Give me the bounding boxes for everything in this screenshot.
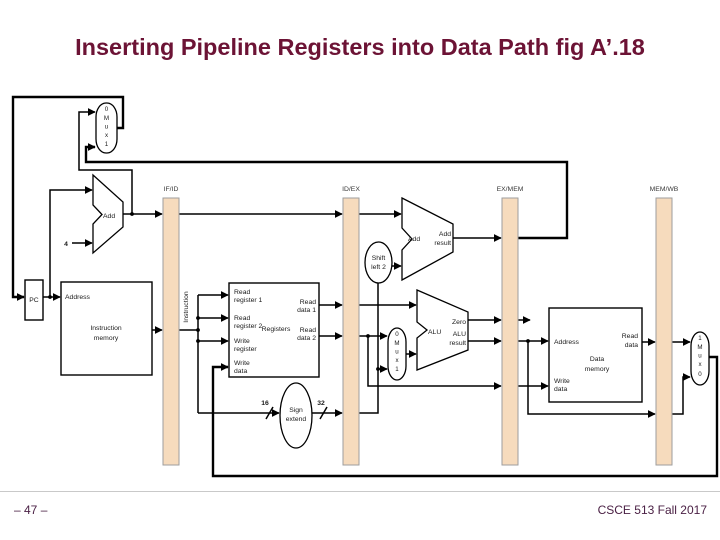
pcsrc-mux-M: M (104, 115, 109, 122)
sign-extend-label-2: extend (286, 416, 307, 423)
writedata-label-2: data (234, 368, 247, 375)
pc-box: PC (24, 279, 44, 321)
alu-result-label-1: ALU (453, 331, 466, 338)
imem-name-1: Instruction (90, 325, 122, 332)
wire-writeback-feedback (211, 355, 719, 478)
pcsrc-mux-x: x (105, 132, 109, 139)
dmem-name-1: Data (590, 356, 605, 363)
data-memory: Address Data memory Write data Read data (548, 307, 643, 403)
pcsrc-mux-0: 0 (105, 106, 109, 113)
wire-pc-to-add (49, 186, 93, 297)
junction-dots (48, 212, 530, 371)
ifid-register-bar (162, 197, 180, 466)
readreg2-label-1: Read (234, 315, 250, 322)
instruction-bus-label: Instruction (183, 291, 190, 323)
alu-src-mux: 0 M u x 1 (387, 327, 407, 381)
sign-extend-label-1: Sign (289, 407, 303, 414)
add1-label: Add (103, 213, 115, 220)
add2-result-label-2: result (434, 240, 451, 247)
registers-title: Registers (262, 326, 291, 333)
wbmux-M: M (697, 344, 702, 351)
alu-result-label-2: result (449, 340, 466, 347)
readdata1-label-1: Read (300, 299, 316, 306)
memwb-register-bar (655, 197, 673, 466)
readreg1-label-1: Read (234, 289, 250, 296)
sign-extend: Sign extend 16 32 (261, 382, 325, 449)
ifid-label: IF/ID (164, 186, 179, 193)
writereg-label-2: register (234, 346, 257, 353)
wbmux-0: 0 (698, 371, 702, 378)
wbmux-u: u (698, 353, 702, 360)
alu-label: ALU (428, 329, 441, 336)
course-footer: CSCE 513 Fall 2017 (597, 503, 707, 517)
branch-adder: Add Add result (401, 196, 454, 282)
alumux-u: u (395, 349, 399, 356)
register-file: Read register 1 Read register 2 Write re… (228, 282, 320, 378)
instruction-memory: Address Instruction memory (60, 281, 153, 376)
writedata-label-1: Write (234, 360, 250, 367)
footer-divider (0, 491, 720, 492)
exmem-label: EX/MEM (497, 186, 524, 193)
dmem-readdata-label-2: data (625, 342, 638, 349)
wire-instruction-trunk (179, 295, 199, 413)
pc-adder: Add 4 (64, 173, 124, 255)
add2-result-label-1: Add (439, 231, 451, 238)
readreg2-label-2: register 2 (234, 323, 263, 330)
wbmux-x: x (698, 361, 702, 368)
idex-register-bar (342, 197, 360, 466)
dmem-name-2: memory (585, 366, 610, 373)
alumux-0: 0 (395, 331, 399, 338)
readreg1-label-2: register 1 (234, 297, 263, 304)
pcsrc-mux-1: 1 (105, 141, 109, 148)
alu-zero-label: Zero (452, 319, 466, 326)
shift-label-2: left 2 (371, 264, 386, 271)
dmem-writedata-label-2: data (554, 386, 567, 393)
wire-branch-feedback (84, 143, 569, 240)
pcsrc-mux-u: u (105, 124, 109, 131)
add2-label: Add (408, 236, 420, 243)
wire-signext-idex-up-to-shift (359, 283, 379, 414)
wire-pcsrc-mux-to-pc (11, 95, 125, 301)
wire-aluresult-to-memwb (527, 341, 656, 418)
dmem-address-label: Address (554, 339, 580, 346)
readdata2-label-2: data 2 (297, 335, 316, 342)
alumux-M: M (394, 340, 399, 347)
slide-title: Inserting Pipeline Registers into Data P… (75, 34, 645, 60)
alumux-x: x (395, 357, 399, 364)
wire-aluresult-to-wbmux (672, 373, 691, 415)
dmem-writedata-label-1: Write (554, 378, 570, 385)
pc-label: PC (29, 297, 39, 304)
wire-pc4-to-mux (78, 108, 133, 214)
writereg-label-1: Write (234, 338, 250, 345)
wbmux-1: 1 (698, 335, 702, 342)
page-number: – 47 – (14, 503, 48, 517)
bus-width-slash-16 (265, 406, 274, 420)
pcsrc-mux: 0 M u x 1 (95, 102, 118, 154)
writeback-mux: 1 M u x 0 (690, 331, 710, 386)
alu: ALU Zero ALU result (416, 289, 469, 371)
shift-label-1: Shift (372, 255, 386, 262)
memwb-label: MEM/WB (650, 186, 679, 193)
bus-width-slash-32 (319, 406, 328, 420)
wires (11, 95, 719, 478)
four-constant: 4 (64, 241, 68, 248)
pipeline-registers: IF/ID ID/EX EX/MEM MEM/WB (162, 186, 679, 466)
idex-label: ID/EX (342, 186, 360, 193)
bus-width-16: 16 (261, 400, 269, 407)
alumux-1: 1 (395, 366, 399, 373)
wire-readdata2-to-exmem (367, 336, 502, 390)
imem-name-2: memory (94, 335, 119, 342)
imem-address-label: Address (65, 294, 91, 301)
exmem-register-bar (501, 197, 519, 466)
readdata1-label-2: data 1 (297, 307, 316, 314)
bus-width-32: 32 (317, 400, 325, 407)
readdata2-label-1: Read (300, 327, 316, 334)
dmem-readdata-label-1: Read (622, 333, 638, 340)
shift-left-2: Shift left 2 (364, 241, 393, 284)
